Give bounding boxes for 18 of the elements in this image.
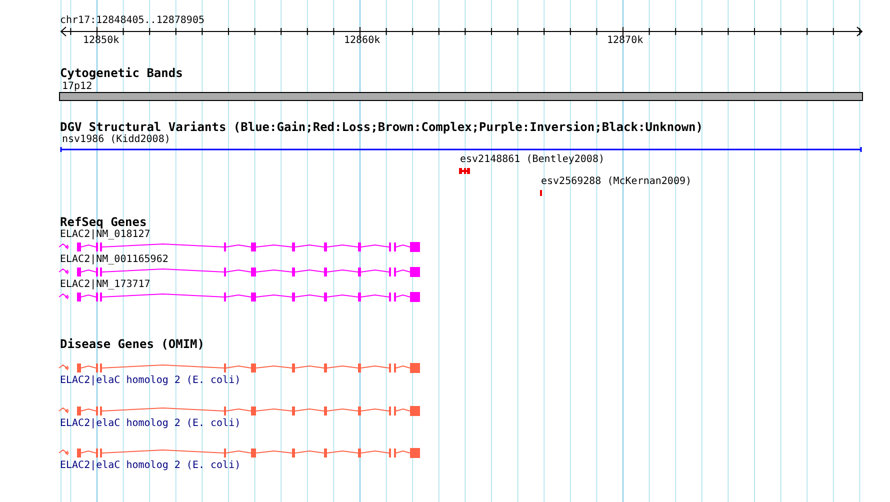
feature-label: esv2569288 (McKernan2009) [541, 176, 692, 188]
feature-label: ELAC2|elaC homolog 2 (E. coli) [60, 418, 241, 430]
feature-label: nsv1986 (Kidd2008) [62, 134, 170, 146]
feature-label: ELAC2|NM_173717 [60, 279, 150, 291]
track-title: RefSeq Genes [60, 216, 147, 229]
feature-label: 17p12 [62, 81, 92, 93]
feature-label: ELAC2|NM_018127 [60, 229, 150, 241]
axis-tick-label: 12870k [607, 35, 644, 47]
coordinate-range-label: chr17:12848405..12878905 [60, 15, 204, 27]
feature-label: esv2148861 (Bentley2008) [460, 154, 604, 166]
track-title: Cytogenetic Bands [60, 67, 183, 80]
feature-label: ELAC2|elaC homolog 2 (E. coli) [60, 375, 241, 387]
track-title: DGV Structural Variants (Blue:Gain;Red:Loss;Brown:Complex;Purple:Inversion;Black:Unknown) [60, 121, 703, 134]
track-title: Disease Genes (OMIM) [60, 338, 204, 351]
feature-label: ELAC2|NM_001165962 [60, 254, 168, 266]
feature-label: ELAC2|elaC homolog 2 (E. coli) [60, 460, 241, 472]
axis-tick-label: 12860k [344, 35, 380, 47]
axis-tick-label: 12850k [83, 35, 120, 47]
